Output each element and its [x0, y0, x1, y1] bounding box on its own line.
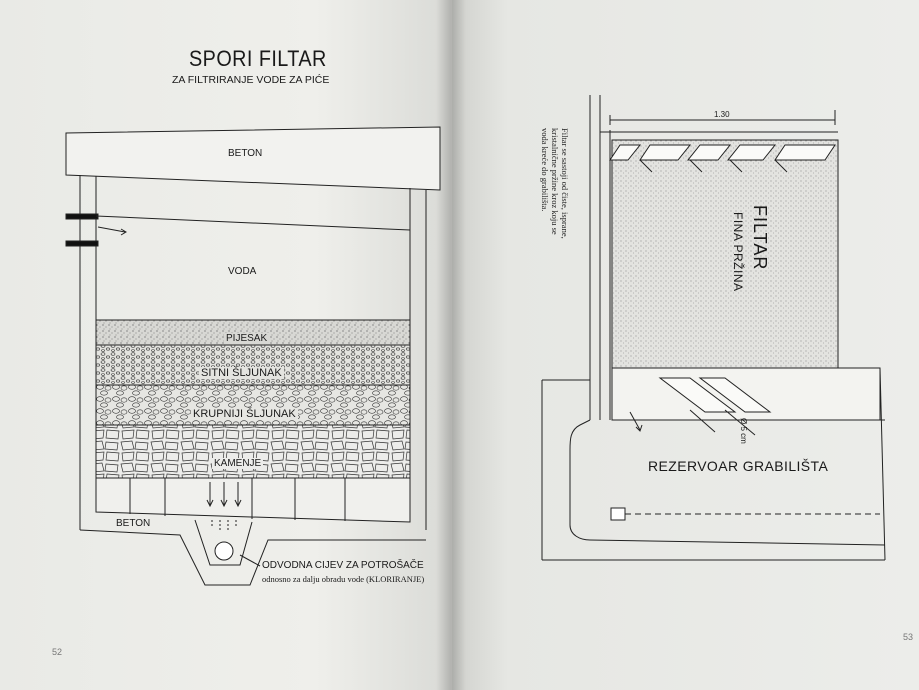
label-beton-bottom: BETON	[116, 518, 151, 529]
label-odvodna-cijev: ODVODNA CIJEV ZA POTROŠAČE	[262, 560, 424, 571]
label-sitni-sljunak: SITNI ŠLJUNAK	[199, 367, 284, 379]
label-kamenje: KAMENJE	[212, 458, 264, 469]
label-voda: VODA	[228, 266, 257, 277]
label-beton-top: BETON	[228, 148, 263, 159]
label-filtar: FILTAR	[750, 205, 770, 271]
dimension-label: 1.30	[714, 110, 730, 119]
label-krupniji-sljunak: KRUPNIJI ŠLJUNAK	[191, 408, 298, 420]
page-subtitle: ZA FILTRIRANJE VODE ZA PIĆE	[172, 74, 330, 86]
label-pipe-diameter: Ø 5 cm	[739, 418, 748, 444]
filter-note: Filtar se sastoji od čiste, isprane, kri…	[540, 128, 570, 239]
label-fina-przina: FINA PRŽINA	[731, 212, 745, 292]
label-pijesak: PIJESAK	[224, 333, 270, 344]
slow-filter-diagram	[65, 126, 441, 586]
page-number-right: 53	[903, 632, 914, 642]
page-number-left: 52	[52, 647, 63, 657]
label-rezervoar: REZERVOAR GRABILIŠTA	[648, 458, 829, 474]
sand-filter-section-diagram	[541, 95, 886, 561]
page-title: SPORI FILTAR	[189, 46, 327, 71]
label-odvodna-note: odnosno za dalju obradu vode (KLORIRANJE…	[262, 574, 425, 584]
book-gutter	[436, 0, 466, 690]
